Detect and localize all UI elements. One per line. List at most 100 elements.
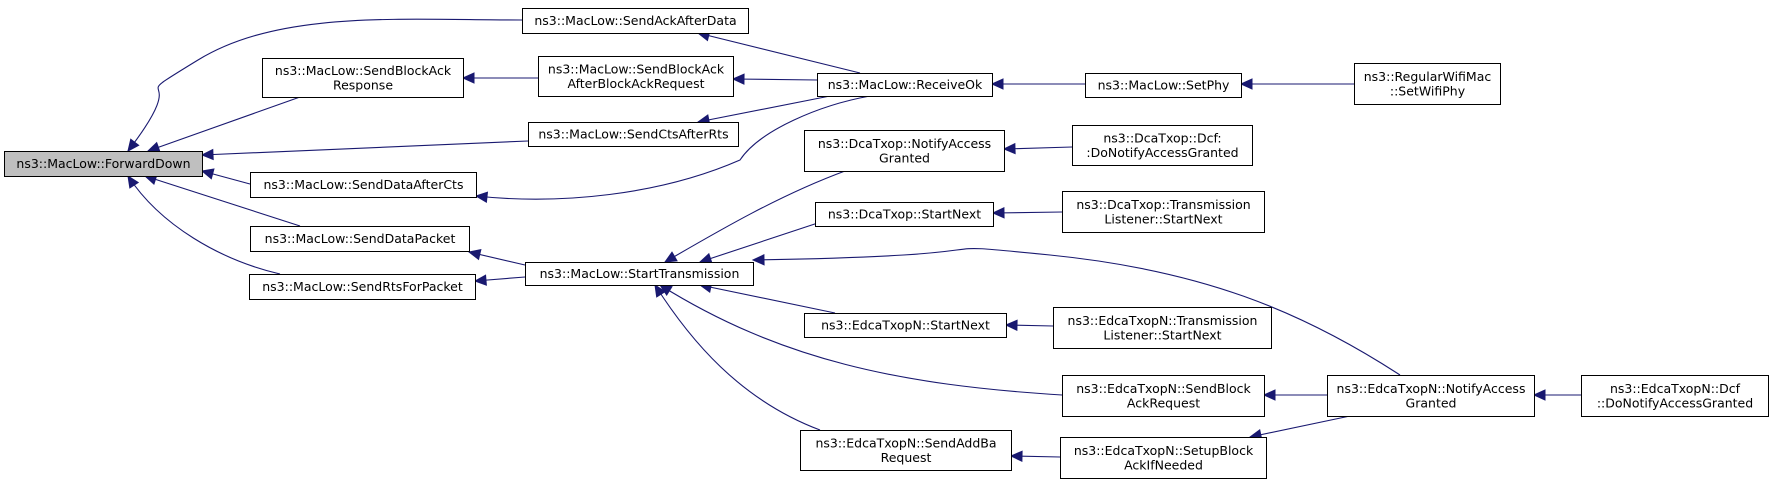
node-dcatxop-notifyaccessgranted-label-line-2: Granted bbox=[879, 150, 930, 165]
node-dcatxop-notifyaccessgranted-box bbox=[804, 130, 1005, 172]
node-setphy-box bbox=[1085, 73, 1242, 98]
node-regularwifimac-setwifiphy-label-line-1: ns3::RegularWifiMac bbox=[1364, 69, 1492, 84]
node-sendctsafterrts-label-line-1: ns3::MacLow::SendCtsAfterRts bbox=[538, 127, 728, 142]
node-edcatxopn-notifyaccessgranted-box bbox=[1327, 375, 1535, 417]
node-edcatxopn-startnext-box bbox=[804, 313, 1007, 338]
node-dcatxop-notifyaccessgranted-label-line-1: ns3::DcaTxop::NotifyAccess bbox=[818, 136, 991, 151]
arrowhead-sendblockackafter bbox=[731, 73, 745, 85]
node-edcatxopn-startnext-label-line-1: ns3::EdcaTxopN::StartNext bbox=[821, 318, 990, 333]
node-edcatxopn-setupblockackifneeded-label-line-2: AckIfNeeded bbox=[1124, 457, 1203, 472]
node-edcatxopn-dcf-donotifyaccessgranted[interactable]: ns3::EdcaTxopN::Dcf::DoNotifyAccessGrant… bbox=[1581, 375, 1769, 417]
node-senddatapacket-label-line-1: ns3::MacLow::SendDataPacket bbox=[265, 231, 456, 246]
arrowhead-receiveok bbox=[990, 78, 1004, 90]
node-edcatxopn-transmissionlistener-startnext-label-line-2: Listener::StartNext bbox=[1103, 327, 1221, 342]
edge-edcanotifyaccess-to-edcasetupblockack bbox=[1249, 415, 1351, 438]
edge-sendblockackresponse-to-forwarddown bbox=[147, 96, 301, 152]
node-regularwifimac-setwifiphy[interactable]: ns3::RegularWifiMac::SetWifiPhy bbox=[1354, 63, 1501, 105]
node-sendblockackresponse-box bbox=[262, 58, 464, 98]
edge-edcastartnext-to-starttransmission bbox=[699, 284, 836, 314]
node-edcatxopn-sendaddbarequest-label-line-1: ns3::EdcaTxopN::SendAddBa bbox=[815, 435, 996, 450]
node-receiveok[interactable]: ns3::MacLow::ReceiveOk bbox=[817, 73, 993, 97]
arrowhead-senddataaftercts bbox=[474, 191, 489, 203]
arrowhead-forwarddown bbox=[200, 148, 214, 161]
edge-edcanotifyaccess-to-starttransmission bbox=[752, 247, 1401, 376]
arrowhead-edcasendblockack bbox=[1262, 389, 1276, 401]
node-edcatxopn-setupblockackifneeded-box bbox=[1060, 437, 1267, 479]
node-dcatxop-transmissionlistener-startnext-box bbox=[1062, 191, 1265, 233]
node-sendrtsforpacket[interactable]: ns3::MacLow::SendRtsForPacket bbox=[249, 274, 476, 300]
node-forwarddown[interactable]: ns3::MacLow::ForwardDown bbox=[4, 151, 203, 177]
node-layer: ns3::MacLow::ForwardDownns3::MacLow::Sen… bbox=[4, 8, 1769, 479]
arrowhead-edcasendaddba bbox=[1009, 450, 1023, 463]
node-setphy[interactable]: ns3::MacLow::SetPhy bbox=[1085, 73, 1242, 98]
node-edcatxopn-transmissionlistener-startnext[interactable]: ns3::EdcaTxopN::TransmissionListener::St… bbox=[1053, 307, 1272, 349]
node-sendblockackresponse-label-line-2: Response bbox=[333, 77, 393, 92]
node-forwarddown-box bbox=[4, 151, 203, 177]
node-dcatxop-dcf-donotifyaccessgranted-box bbox=[1072, 125, 1253, 166]
edge-edcasendblockack-to-starttransmission bbox=[659, 284, 1063, 396]
node-sendctsafterrts-box bbox=[528, 122, 739, 147]
arrowhead-forwarddown bbox=[200, 168, 215, 180]
arrowhead-senddatapacket bbox=[467, 248, 482, 261]
node-forwarddown-label-line-1: ns3::MacLow::ForwardDown bbox=[16, 156, 190, 171]
node-edcatxopn-transmissionlistener-startnext-label-line-1: ns3::EdcaTxopN::Transmission bbox=[1068, 313, 1258, 328]
node-edcatxopn-setupblockackifneeded-label-line-1: ns3::EdcaTxopN::SetupBlock bbox=[1074, 443, 1254, 458]
edge-receiveok-to-senddataaftercts bbox=[475, 95, 871, 200]
arrowhead-dcastartnext bbox=[991, 207, 1005, 219]
node-edcatxopn-sendblockackrequest-label-line-2: AckRequest bbox=[1127, 395, 1200, 410]
node-sendctsafterrts[interactable]: ns3::MacLow::SendCtsAfterRts bbox=[528, 122, 739, 147]
node-edcatxopn-notifyaccessgranted[interactable]: ns3::EdcaTxopN::NotifyAccessGranted bbox=[1327, 375, 1535, 417]
node-dcatxop-startnext-box bbox=[815, 202, 994, 227]
node-edcatxopn-sendaddbarequest-label-line-2: Request bbox=[881, 450, 932, 465]
arrowhead-forwarddown bbox=[146, 141, 161, 153]
node-dcatxop-dcf-donotifyaccessgranted[interactable]: ns3::DcaTxop::Dcf::DoNotifyAccessGranted bbox=[1072, 125, 1253, 166]
node-senddatapacket[interactable]: ns3::MacLow::SendDataPacket bbox=[250, 226, 470, 252]
edge-sendctsafterrts-to-forwarddown bbox=[201, 140, 529, 156]
node-edcatxopn-startnext[interactable]: ns3::EdcaTxopN::StartNext bbox=[804, 313, 1007, 338]
node-senddataaftercts[interactable]: ns3::MacLow::SendDataAfterCts bbox=[250, 172, 477, 198]
arrowhead-sendblockackresponse bbox=[461, 72, 475, 84]
edge-edcasendaddba-to-starttransmission bbox=[654, 284, 821, 431]
node-starttransmission-box bbox=[525, 262, 754, 286]
node-starttransmission[interactable]: ns3::MacLow::StartTransmission bbox=[525, 262, 754, 286]
node-sendblockackafterblockackrequest-label-line-2: AfterBlockAckRequest bbox=[567, 76, 704, 91]
node-dcatxop-notifyaccessgranted[interactable]: ns3::DcaTxop::NotifyAccessGranted bbox=[804, 130, 1005, 172]
arrowhead-edcanotifyaccess bbox=[1532, 389, 1546, 401]
edge-dcanotifyaccess-to-starttransmission bbox=[664, 170, 846, 263]
edge-dcatranslistener-to-dcastartnext bbox=[992, 211, 1063, 214]
node-sendblockackafterblockackrequest[interactable]: ns3::MacLow::SendBlockAckAfterBlockAckRe… bbox=[538, 56, 734, 97]
node-sendackafterdata[interactable]: ns3::MacLow::SendAckAfterData bbox=[522, 8, 749, 34]
node-edcatxopn-notifyaccessgranted-label-line-2: Granted bbox=[1406, 395, 1457, 410]
arrowhead-starttransmission bbox=[751, 254, 765, 266]
node-dcatxop-startnext[interactable]: ns3::DcaTxop::StartNext bbox=[815, 202, 994, 227]
edge-sendrtsforpacket-to-forwarddown bbox=[127, 175, 281, 275]
edge-sendackafterdata-to-forwarddown bbox=[127, 18, 523, 152]
arrowhead-sendrtsforpacket bbox=[473, 274, 487, 286]
node-edcatxopn-dcf-donotifyaccessgranted-label-line-2: ::DoNotifyAccessGranted bbox=[1597, 395, 1753, 410]
node-edcatxopn-sendblockackrequest-box bbox=[1062, 375, 1265, 417]
node-setphy-label-line-1: ns3::MacLow::SetPhy bbox=[1098, 78, 1230, 93]
edge-senddatapacket-to-forwarddown bbox=[144, 175, 301, 227]
node-dcatxop-transmissionlistener-startnext[interactable]: ns3::DcaTxop::TransmissionListener::Star… bbox=[1062, 191, 1265, 233]
node-dcatxop-transmissionlistener-startnext-label-line-2: Listener::StartNext bbox=[1104, 211, 1222, 226]
node-sendackafterdata-label-line-1: ns3::MacLow::SendAckAfterData bbox=[534, 13, 736, 28]
node-dcatxop-dcf-donotifyaccessgranted-label-line-2: :DoNotifyAccessGranted bbox=[1086, 145, 1238, 160]
node-sendblockackafterblockackrequest-label-line-1: ns3::MacLow::SendBlockAck bbox=[548, 61, 725, 76]
node-senddataaftercts-box bbox=[250, 172, 477, 198]
arrowhead-forwarddown bbox=[127, 174, 140, 189]
arrowhead-forwarddown bbox=[127, 138, 140, 152]
node-senddataaftercts-label-line-1: ns3::MacLow::SendDataAfterCts bbox=[264, 177, 464, 192]
edge-receiveok-to-sendblockackafter bbox=[732, 78, 818, 81]
arrowhead-starttransmission bbox=[654, 283, 667, 298]
node-sendblockackresponse-label-line-1: ns3::MacLow::SendBlockAck bbox=[275, 63, 452, 78]
edge-receiveok-to-sendctsafterrts bbox=[697, 95, 831, 123]
node-edcatxopn-dcf-donotifyaccessgranted-box bbox=[1581, 375, 1769, 417]
node-sendrtsforpacket-label-line-1: ns3::MacLow::SendRtsForPacket bbox=[262, 279, 463, 294]
node-senddatapacket-box bbox=[250, 226, 470, 252]
node-dcatxop-dcf-donotifyaccessgranted-label-line-1: ns3::DcaTxop::Dcf: bbox=[1103, 130, 1221, 145]
